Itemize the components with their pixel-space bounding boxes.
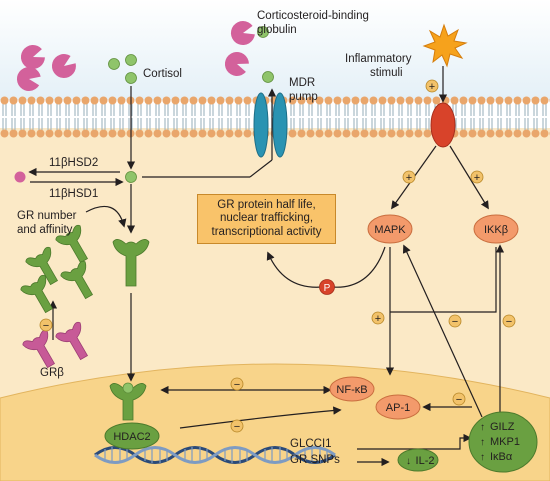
plus-sign-icon [470,170,484,184]
cortisol-label: Cortisol [143,68,182,80]
minus-sign-icon [230,377,244,391]
mdr-label-line2: pump [289,91,318,103]
hsd1-label: 11βHSD1 [49,188,98,200]
ikba-label: IκBα [490,451,513,463]
mapk-label: MAPK [374,224,406,236]
plus-sign-label: + [429,81,435,93]
minus-sign-label: − [506,316,512,328]
ikba-up-icon: ↑ [480,452,485,463]
gilz-inhibits-mapk-arrow [402,244,483,418]
plus-sign-label: + [406,172,412,184]
gr-beta-label: GRβ [40,367,64,379]
ap1-node [375,394,421,420]
bound-cortisol-icon [122,382,134,394]
minus-sign-label: − [43,320,49,332]
minus-sign-label: − [234,379,240,391]
gr-number-label-line1: GR number [17,210,77,222]
nfkb-node [329,376,375,402]
gr-snps-label: GR SNPs [290,454,340,466]
cbg-label-line1: Corticosteroid-binding [257,10,369,22]
phosphate-icon [319,279,335,295]
hsd2-label: 11βHSD2 [49,157,98,169]
minus-sign-icon [502,314,516,328]
gr-box-line3: transcriptional activity [211,225,322,238]
mkp1-up-icon: ↑ [480,437,485,448]
minus-sign-label: − [452,316,458,328]
minus-sign-icon [452,392,466,406]
plus-sign-label: + [474,172,480,184]
phosphate-label: P [324,283,331,294]
nfkb-label: NF-κB [336,384,367,396]
extracellular-space [0,0,550,100]
plus-sign-icon [371,311,385,325]
gilz-cluster-node [468,411,538,473]
mapk-phospho-line [331,246,386,288]
minus-sign-icon [448,314,462,328]
minus-sign-label: − [234,421,240,433]
mdr-pump-icon [253,92,288,158]
plus-sign-icon [425,79,439,93]
sign-markers: + + + + − − − − − − [39,79,516,433]
inflammatory-label-line1: Inflammatory [345,53,412,65]
mdr-link-line-2 [249,159,273,178]
minus-sign-label: − [456,394,462,406]
cortisol-molecule-icon [257,26,269,38]
inflammatory-stimuli-icon [422,23,468,68]
gilz-up-icon: ↑ [480,422,485,433]
il2-down-icon: ↓ [406,456,411,467]
hdac2-label: HDAC2 [113,431,150,443]
gr-beta-icon [22,321,89,369]
minus-sign-icon [39,318,53,332]
glcci1-label: GLCCI1 [290,438,332,450]
mapk-node [367,214,413,244]
gr-regulation-box: GR protein half life, nuclear traffickin… [197,194,336,244]
hdac2-node [104,422,160,450]
plus-sign-icon [402,170,416,184]
dna-helix-icon [94,446,336,464]
gilz-label: GILZ [490,421,515,433]
minus-sign-icon [230,419,244,433]
gr-box-line1: GR protein half life, [217,198,316,211]
gr-number-arrow [85,205,127,228]
cortisol-molecule-icon [108,54,274,183]
ikkb-label: IKKβ [484,224,508,236]
il2-label: IL-2 [416,455,435,467]
cortisone-molecule-icon [14,171,26,183]
gr-number-label-line2: and affinity [17,224,73,236]
phospho-to-gr-arrow [266,251,323,288]
corticosteroid-binding-globulin-icon [16,21,255,91]
inflammatory-label-line2: stimuli [370,67,403,79]
receptor-to-ikkb-arrow [449,145,489,210]
plus-sign-label: + [375,313,381,325]
mkp1-label: MKP1 [490,436,520,448]
glucocorticoid-receptor-icon [20,224,150,421]
glcci1-to-gilz-arrow [357,433,472,450]
mdr-label-line1: MDR [289,77,315,89]
inflammatory-receptor-icon [430,102,456,148]
gr-box-line2: nuclear trafficking, [219,212,314,225]
cbg-label-line2: globulin [257,24,297,36]
ap1-label: AP-1 [386,402,410,414]
ikkb-node [473,214,519,244]
il2-node [397,448,439,472]
ikkb-to-nfkb-line [390,247,497,313]
hdac2-to-ap1-arrow [179,406,342,429]
